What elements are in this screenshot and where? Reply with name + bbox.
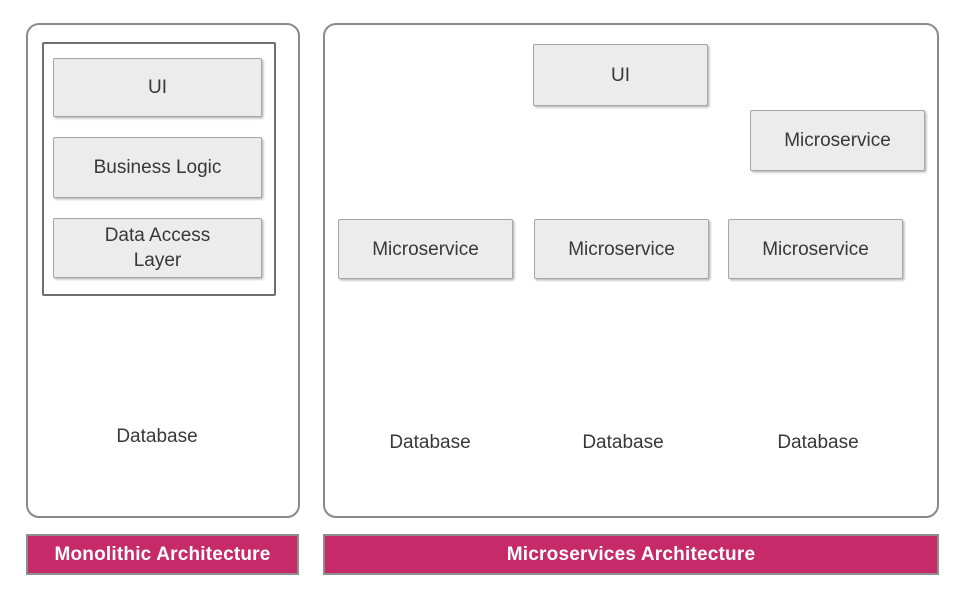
microservices-banner: Microservices Architecture [323,534,939,575]
microservices-ui-node: UI [533,44,708,106]
monolith-layer-data-access: Data Access Layer [53,218,262,278]
monolith-layer-data-access-label: Data Access Layer [104,225,211,271]
monolith-layer-business-logic: Business Logic [53,137,262,198]
monolith-layer-business-logic-label: Business Logic [93,157,222,178]
service-3-database-label: Database [777,432,859,453]
microservice-1-label: Microservice [372,238,479,260]
monolith-app-boundary: UI Business Logic Data Access Layer [42,42,276,296]
monolith-layer-ui: UI [53,58,262,117]
microservices-ui-label: UI [611,64,630,86]
microservice-node-3: Microservice [728,219,903,279]
microservices-panel: UI Microservice Microservice Microservic… [323,23,939,518]
edge-microservice-label: Microservice [784,130,891,151]
microservice-node-2: Microservice [534,219,709,279]
service-2-database-label: Database [582,432,664,453]
monolith-panel: UI Business Logic Data Access Layer [26,23,300,518]
microservice-node-1: Microservice [338,219,513,279]
service-1-database-label: Database [389,432,471,453]
edge-microservice-node: Microservice [750,110,925,171]
microservices-banner-label: Microservices Architecture [506,543,756,565]
microservice-3-label: Microservice [762,238,869,260]
monolith-layer-ui-label: UI [148,77,167,98]
monolith-database-label: Database [116,426,198,447]
monolith-banner-label: Monolithic Architecture [54,543,271,565]
monolith-banner: Monolithic Architecture [26,534,299,575]
microservice-2-label: Microservice [568,238,675,260]
